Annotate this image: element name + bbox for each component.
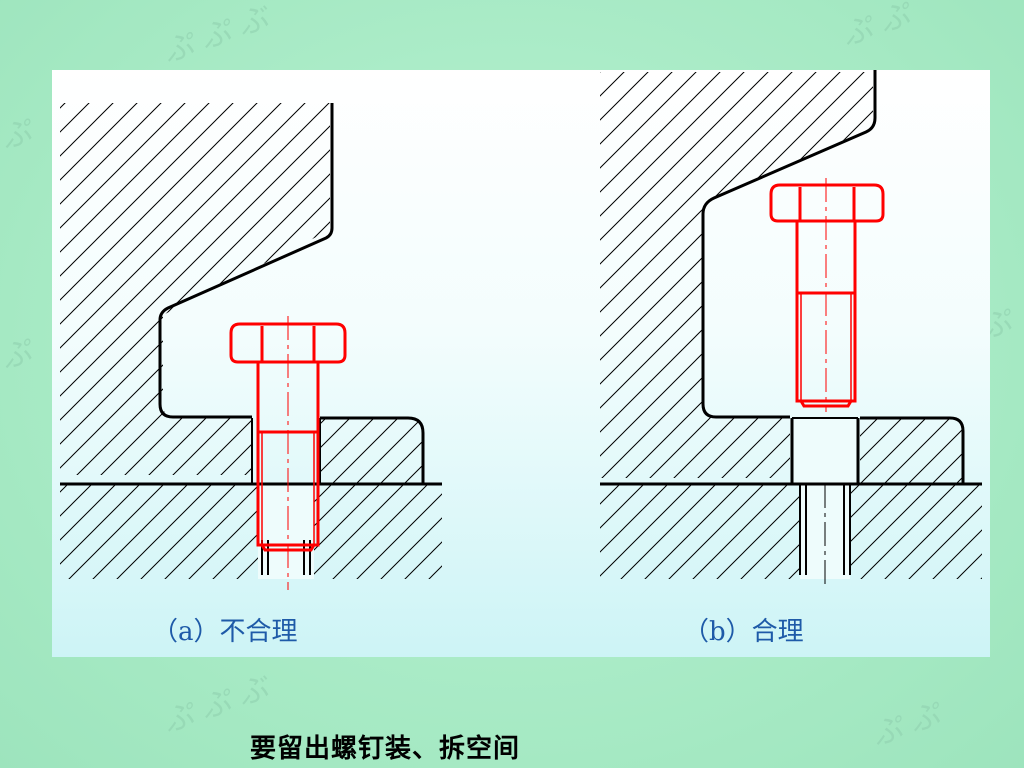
clamp-plate-a-outline xyxy=(320,416,425,484)
caption-b: （b）合理 xyxy=(683,617,804,647)
caption-a: （a）不合理 xyxy=(152,617,298,647)
clamp-plate-b-outline xyxy=(860,416,965,484)
base-plate-b xyxy=(600,484,982,579)
footer-note: 要留出螺钉装、拆空间 xyxy=(250,734,521,764)
thread-hole-a xyxy=(258,484,314,579)
clamp-plate-b xyxy=(860,418,963,484)
screw-clearance-diagram xyxy=(60,70,982,590)
drawing-panel xyxy=(52,70,990,657)
upper-part-b xyxy=(600,72,873,478)
base-plate-a xyxy=(60,484,442,579)
screw-b xyxy=(769,178,885,412)
upper-part-b-outline xyxy=(701,70,877,419)
clamp-plate-a xyxy=(320,418,423,484)
figure-b xyxy=(600,70,982,585)
screw-a xyxy=(229,316,347,590)
upper-part-a-outline xyxy=(158,103,334,419)
figure-a xyxy=(60,103,442,590)
upper-part-a xyxy=(60,103,330,475)
